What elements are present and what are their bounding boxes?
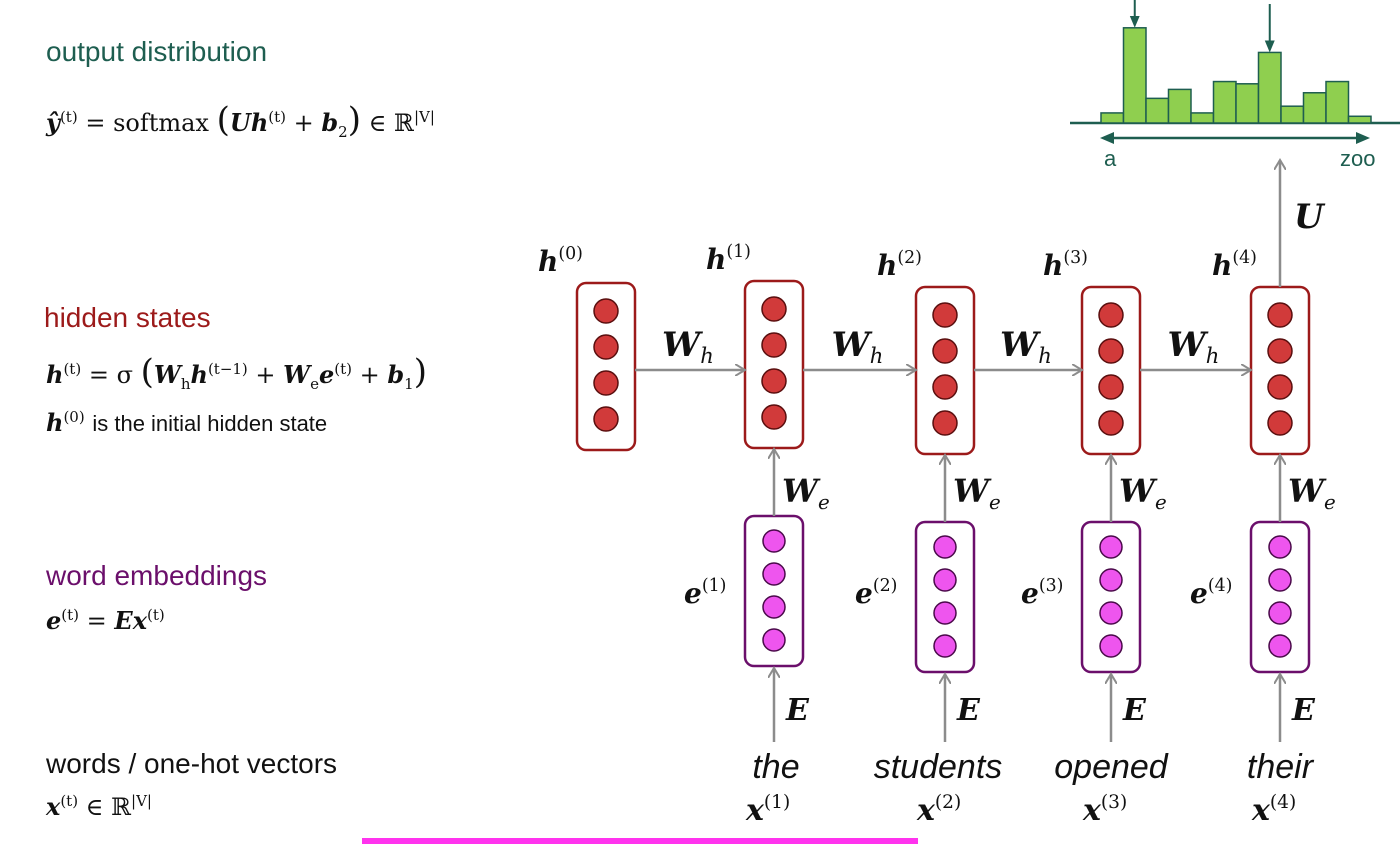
vocab-start-label: a <box>1104 146 1117 171</box>
hidden-neuron <box>593 334 619 360</box>
highlight-stroke <box>362 838 918 844</box>
embedding-label: e(4) <box>1190 576 1232 610</box>
onehot-label: x(1) <box>745 792 790 828</box>
hidden-neuron <box>932 410 958 436</box>
embedding-equation: e(t) = Ex(t) <box>46 606 165 635</box>
embedding-neuron <box>762 628 786 652</box>
hidden-states-heading: hidden states <box>44 302 211 333</box>
histogram-bar <box>1100 112 1125 124</box>
histogram-bar <box>1235 83 1260 124</box>
word-the: the <box>752 748 800 786</box>
embedding-weight-label: We <box>782 472 830 514</box>
hidden-state-label: h(2) <box>877 248 922 282</box>
vocab-end-label: zoo <box>1340 146 1375 171</box>
embedding-label: e(2) <box>855 576 897 610</box>
word-opened: opened <box>1054 748 1168 786</box>
embedding-weight-label: We <box>1288 472 1336 514</box>
hidden-equation: h(t) = σ (Whh(t−1) + Wee(t) + b1) <box>46 352 427 393</box>
embedding-neuron <box>762 529 786 553</box>
histogram-bar <box>1302 92 1327 124</box>
words-heading: words / one-hot vectors <box>46 748 338 779</box>
embedding-neuron <box>1268 535 1292 559</box>
hidden-neuron <box>593 406 619 432</box>
hidden-neuron <box>761 332 787 358</box>
embedding-neuron <box>933 568 957 592</box>
vocab-range-left-arrowhead <box>1100 132 1114 144</box>
initial-hidden-note: h(0) is the initial hidden state <box>46 408 328 437</box>
onehot-label: x(2) <box>916 792 961 828</box>
embedding-neuron <box>762 562 786 586</box>
output-distribution-heading: output distribution <box>46 36 268 67</box>
onehot-label: x(4) <box>1251 792 1296 828</box>
embedding-matrix-label: E <box>1122 693 1147 728</box>
embedding-neuron <box>1268 634 1292 658</box>
output-weight-label: U <box>1294 197 1326 237</box>
hidden-neuron <box>593 298 619 324</box>
embedding-weight-label: We <box>1119 472 1167 514</box>
word-embeddings-heading: word embeddings <box>46 560 268 591</box>
hidden-state-label: h(3) <box>1043 248 1088 282</box>
embedding-label: e(1) <box>684 576 726 610</box>
hidden-neuron <box>1098 302 1124 328</box>
histogram-bar <box>1145 97 1170 124</box>
embedding-neuron <box>1268 601 1292 625</box>
recurrent-weight-label: Wh <box>832 325 884 368</box>
vocab-range-right-arrowhead <box>1356 132 1370 144</box>
embedding-weight-label: We <box>953 472 1001 514</box>
hidden-neuron <box>932 302 958 328</box>
hidden-neuron <box>1267 338 1293 364</box>
embedding-neuron <box>933 601 957 625</box>
embedding-neuron <box>1099 568 1123 592</box>
hidden-state-box <box>575 281 637 452</box>
embedding-neuron <box>1099 535 1123 559</box>
histogram-bar <box>1190 112 1215 124</box>
hidden-neuron <box>593 370 619 396</box>
histogram-bar <box>1167 88 1192 124</box>
hidden-neuron <box>761 368 787 394</box>
hidden-neuron <box>1098 374 1124 400</box>
hidden-neuron <box>1267 302 1293 328</box>
output-equation: ŷ(t) = softmax (Uh(t) + b2) ∈ ℝ|V| <box>46 100 435 141</box>
embedding-neuron <box>1099 634 1123 658</box>
embedding-neuron <box>762 595 786 619</box>
recurrent-weight-label: Wh <box>662 325 714 368</box>
embedding-label: e(3) <box>1021 576 1063 610</box>
hidden-neuron <box>1098 410 1124 436</box>
word-their: their <box>1246 748 1314 786</box>
onehot-equation: x(t) ∈ ℝ|V| <box>46 792 152 821</box>
hidden-state-label: h(1) <box>706 242 751 276</box>
hidden-neuron <box>1098 338 1124 364</box>
histogram-bar <box>1325 80 1350 124</box>
histogram-bar <box>1347 115 1372 124</box>
hidden-neuron <box>761 404 787 430</box>
embedding-neuron <box>933 535 957 559</box>
hidden-neuron <box>932 374 958 400</box>
histogram-bar <box>1122 27 1147 124</box>
recurrent-weight-label: Wh <box>1168 325 1220 368</box>
onehot-label: x(3) <box>1082 792 1127 828</box>
embedding-neuron <box>933 634 957 658</box>
hidden-neuron <box>932 338 958 364</box>
hidden-neuron <box>1267 410 1293 436</box>
embedding-neuron <box>1099 601 1123 625</box>
embedding-matrix-label: E <box>785 693 810 728</box>
embedding-matrix-label: E <box>1291 693 1316 728</box>
hidden-neuron <box>1267 374 1293 400</box>
word-students: students <box>873 748 1003 786</box>
histogram-bar <box>1257 51 1282 124</box>
embedding-neuron <box>1268 568 1292 592</box>
embedding-matrix-label: E <box>956 693 981 728</box>
hidden-state-label: h(4) <box>1212 248 1257 282</box>
recurrent-weight-label: Wh <box>1000 325 1052 368</box>
hidden-state-label: h(0) <box>538 244 583 278</box>
histogram-bar <box>1280 105 1305 124</box>
histogram-bar <box>1212 80 1237 124</box>
hidden-neuron <box>761 296 787 322</box>
